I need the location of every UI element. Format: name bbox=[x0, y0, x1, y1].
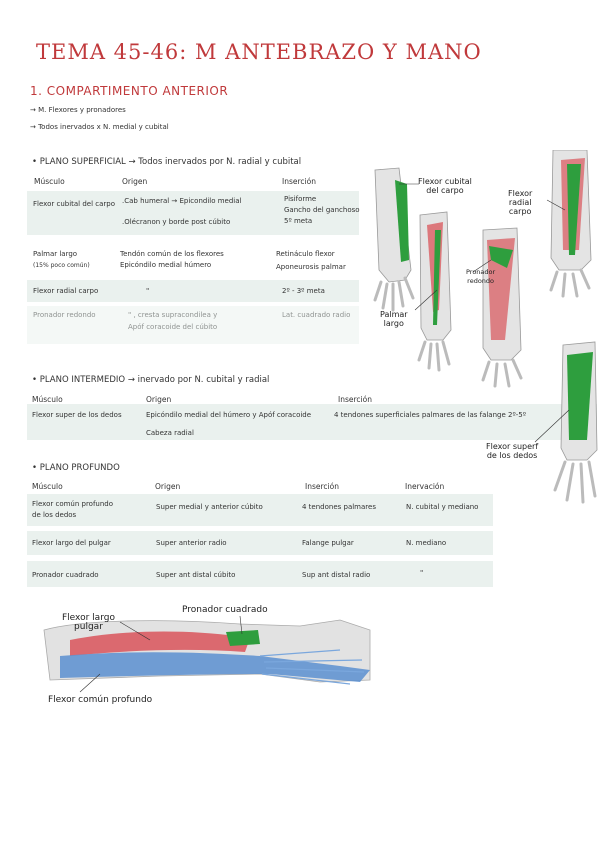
profundo-heading: • PLANO PROFUNDO bbox=[32, 463, 120, 473]
label-line: Flexor largo bbox=[62, 613, 115, 623]
cell-muscle: de los dedos bbox=[32, 511, 77, 519]
intermedio-heading-text: PLANO INTERMEDIO → inervado por N. cubit… bbox=[39, 375, 270, 385]
cell-insertion: 4 tendones superficiales palmares de las… bbox=[334, 411, 527, 419]
cell-insertion: Aponeurosis palmar bbox=[276, 263, 346, 271]
cell-insertion: Pisiforme bbox=[284, 195, 317, 203]
label-line: Pronador bbox=[466, 268, 496, 276]
cell-origin: " bbox=[146, 287, 150, 295]
label-pronador-redondo: Pronador redondo bbox=[466, 268, 495, 286]
label-flexor-comun-profundo: Flexor común profundo bbox=[48, 695, 153, 705]
table-band bbox=[27, 561, 493, 587]
label-flexor-largo-pulgar: Flexor largo pulgar bbox=[62, 614, 115, 632]
forearm-illustrations bbox=[373, 150, 598, 504]
section-heading: 1. COMPARTIMENTO ANTERIOR bbox=[30, 84, 229, 98]
cell-insertion: 5º meta bbox=[284, 217, 313, 225]
superficial-heading-text: PLANO SUPERFICIAL → Todos inervados por … bbox=[39, 157, 302, 167]
label-line: largo bbox=[383, 319, 404, 328]
cell-origin: .Olécranon y borde post cúbito bbox=[122, 218, 231, 226]
col-header-insertion: Inserción bbox=[282, 177, 316, 186]
col-header-muscle: Músculo bbox=[32, 482, 63, 491]
cell-insertion: Retináculo flexor bbox=[276, 250, 335, 258]
col-header-insertion: Inserción bbox=[338, 395, 372, 404]
cell-origin: Tendón común de los flexores bbox=[120, 250, 224, 258]
label-line: de los dedos bbox=[486, 451, 538, 460]
profundo-heading-text: PLANO PROFUNDO bbox=[39, 463, 120, 473]
cell-muscle-note: (15% poco común) bbox=[33, 262, 90, 269]
table-band bbox=[27, 404, 597, 440]
cell-insertion: 2º - 3º meta bbox=[282, 287, 325, 295]
label-line: redondo bbox=[467, 277, 495, 285]
cell-muscle: Pronador cuadrado bbox=[32, 571, 99, 579]
label-pronador-cuadrado: Pronador cuadrado bbox=[182, 605, 268, 615]
cell-origin: Super anterior radio bbox=[156, 539, 227, 547]
forearm-figure bbox=[481, 227, 523, 388]
col-header-innervation: Inervación bbox=[405, 482, 445, 491]
label-palmar-largo: Palmar largo bbox=[380, 310, 408, 328]
col-header-origin: Origen bbox=[155, 482, 181, 491]
cell-nerve: N. cubital y mediano bbox=[406, 503, 479, 511]
label-line: radial bbox=[508, 198, 532, 207]
cell-insertion: Falange pulgar bbox=[302, 539, 354, 547]
col-header-insertion: Inserción bbox=[305, 482, 339, 491]
cell-nerve: N. mediano bbox=[406, 539, 447, 547]
cell-muscle: Flexor común profundo bbox=[32, 500, 114, 508]
table-band bbox=[27, 531, 493, 555]
label-flexor-radial: Flexor radial carpo bbox=[508, 189, 532, 216]
cell-origin: Epicóndilo medial del húmero y Apóf cora… bbox=[146, 411, 312, 419]
table-band bbox=[27, 306, 359, 344]
page-title: TEMA 45-46: M ANTEBRAZO Y MANO bbox=[36, 40, 482, 64]
label-flexor-superf: Flexor superf de los dedos bbox=[486, 442, 538, 460]
table-band bbox=[27, 280, 359, 302]
superficial-heading: • PLANO SUPERFICIAL → Todos inervados po… bbox=[32, 157, 302, 167]
cell-origin: Super ant distal cúbito bbox=[156, 571, 236, 579]
bullet-1: → M. Flexores y pronadores bbox=[30, 106, 126, 114]
bullet-2: → Todos inervados x N. medial y cubital bbox=[30, 123, 169, 131]
col-header-origin: Origen bbox=[122, 177, 148, 186]
label-line: carpo bbox=[508, 207, 532, 216]
cell-muscle: Palmar largo bbox=[33, 250, 78, 258]
cell-insertion: Sup ant distal radio bbox=[302, 571, 371, 579]
table-band bbox=[27, 494, 493, 526]
cell-muscle: Flexor radial carpo bbox=[33, 287, 99, 295]
bullet-text: M. Flexores y pronadores bbox=[38, 106, 126, 114]
forearm-figure bbox=[553, 341, 598, 504]
label-line: del carpo bbox=[426, 186, 464, 195]
cell-insertion: 4 tendones palmares bbox=[302, 503, 376, 511]
label-line: Palmar bbox=[380, 310, 408, 319]
label-line: pulgar bbox=[74, 622, 103, 632]
col-header-muscle: Músculo bbox=[32, 395, 63, 404]
cell-nerve: " bbox=[420, 569, 424, 577]
forearm-figure bbox=[549, 150, 592, 298]
label-flexor-cubital: Flexor cubital del carpo bbox=[418, 177, 472, 195]
cell-muscle: Flexor largo del pulgar bbox=[32, 539, 111, 547]
forearm-figure bbox=[373, 167, 415, 312]
col-header-muscle: Músculo bbox=[34, 177, 65, 186]
forearm-figure bbox=[417, 211, 452, 372]
intermedio-heading: • PLANO INTERMEDIO → inervado por N. cub… bbox=[32, 375, 270, 385]
label-line: Flexor bbox=[508, 189, 533, 198]
table-band bbox=[27, 191, 359, 235]
cell-origin: Cabeza radial bbox=[146, 429, 194, 437]
col-header-origin: Origen bbox=[146, 395, 172, 404]
label-line: Flexor cubital bbox=[418, 177, 472, 186]
cell-origin: Super medial y anterior cúbito bbox=[156, 503, 263, 511]
cell-origin: Epicóndilo medial húmero bbox=[120, 261, 212, 269]
cell-muscle: Flexor super de los dedos bbox=[32, 411, 122, 419]
cell-muscle: Flexor cubital del carpo bbox=[33, 200, 116, 208]
bullet-text: Todos inervados x N. medial y cubital bbox=[38, 123, 169, 131]
label-line: Flexor superf bbox=[486, 442, 539, 451]
deep-forearm-illustration bbox=[43, 615, 371, 693]
cell-insertion: Gancho del ganchoso bbox=[284, 206, 360, 214]
cell-origin: .Cab humeral → Epicondilo medial bbox=[122, 197, 242, 205]
